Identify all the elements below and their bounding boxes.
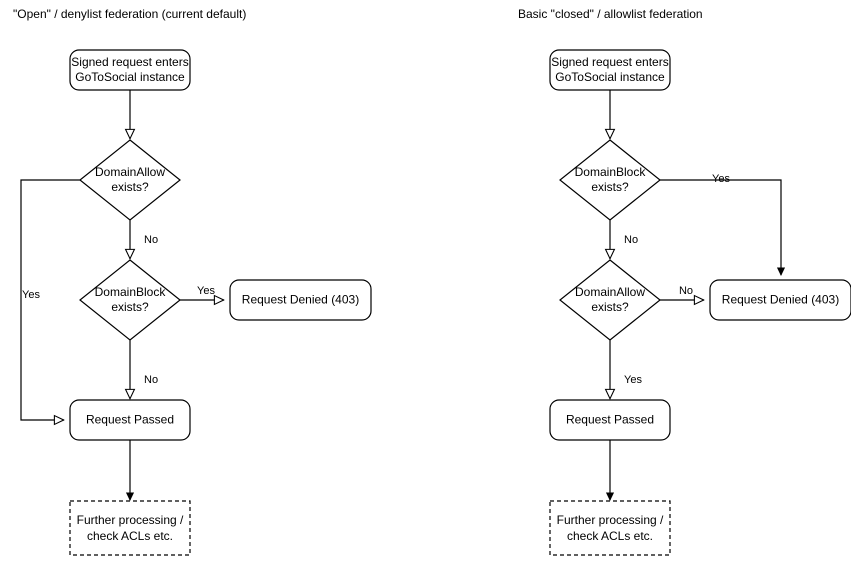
node-domainallow-left-line2: exists? — [111, 180, 149, 194]
node-domainblock-right: DomainBlock exists? — [559, 139, 661, 221]
edge-label-domainblock-no-left: No — [144, 374, 158, 386]
node-domainallow-right-line1: DomainAllow — [575, 285, 645, 299]
node-domainblock-left-line1: DomainBlock — [95, 285, 167, 299]
node-request-passed-left-label: Request Passed — [86, 413, 174, 427]
node-request-denied-right: Request Denied (403) — [709, 279, 851, 321]
node-start-left-line2: GoToSocial instance — [75, 70, 185, 84]
node-further-processing-left-shape — [69, 500, 191, 556]
node-domainallow-right-line2: exists? — [591, 300, 629, 314]
node-further-processing-right-line1: Further processing / — [557, 513, 664, 527]
edge-label-domainallow-no-left: No — [144, 234, 158, 246]
node-domainallow-left-line1: DomainAllow — [95, 165, 165, 179]
edge-label-domainblock-yes-right: Yes — [712, 173, 730, 185]
node-request-denied-right-label: Request Denied (403) — [722, 293, 839, 307]
panel-closed-allowlist: Basic "closed" / allowlist federation Si… — [518, 7, 851, 556]
node-domainblock-right-line2: exists? — [591, 180, 629, 194]
node-start-right-line2: GoToSocial instance — [555, 70, 665, 84]
node-request-denied-right-shape — [709, 279, 851, 321]
node-domainallow-right: DomainAllow exists? — [559, 259, 661, 341]
node-further-processing-right-shape — [549, 500, 671, 556]
node-request-passed-left: Request Passed — [69, 399, 191, 441]
node-further-processing-left: Further processing / check ACLs etc. — [69, 500, 191, 556]
node-request-passed-right-label: Request Passed — [566, 413, 654, 427]
node-start-left: Signed request enters GoToSocial instanc… — [69, 49, 191, 91]
node-start-right-line1: Signed request enters — [551, 55, 668, 69]
panel-open-denylist: "Open" / denylist federation (current de… — [13, 7, 372, 556]
edge-domainblock-yes-right — [660, 179, 781, 275]
edge-label-domainblock-no-right: No — [624, 234, 638, 246]
node-further-processing-left-line2: check ACLs etc. — [87, 529, 173, 543]
node-further-processing-right-line2: check ACLs etc. — [567, 529, 653, 543]
node-request-denied-left: Request Denied (403) — [229, 279, 372, 321]
node-domainblock-right-line1: DomainBlock — [575, 165, 647, 179]
node-request-denied-left-shape — [229, 279, 372, 321]
node-domainblock-left-line2: exists? — [111, 300, 149, 314]
node-request-denied-left-label: Request Denied (403) — [242, 293, 359, 307]
node-start-left-line1: Signed request enters — [71, 55, 188, 69]
node-domainblock-left: DomainBlock exists? — [79, 259, 181, 341]
edge-label-domainblock-yes-left: Yes — [197, 285, 215, 297]
edge-label-domainallow-yes-right: Yes — [624, 374, 642, 386]
panel-title-closed-allowlist: Basic "closed" / allowlist federation — [518, 7, 703, 21]
panel-title-open-denylist: "Open" / denylist federation (current de… — [13, 7, 246, 21]
edge-label-domainallow-no-right: No — [679, 285, 693, 297]
node-domainallow-left: DomainAllow exists? — [79, 139, 181, 221]
node-request-passed-right: Request Passed — [549, 399, 671, 441]
node-further-processing-right: Further processing / check ACLs etc. — [549, 500, 671, 556]
node-further-processing-left-line1: Further processing / — [77, 513, 184, 527]
edge-label-domainallow-yes-left: Yes — [22, 289, 40, 301]
node-start-right: Signed request enters GoToSocial instanc… — [549, 49, 671, 91]
edge-domainallow-yes-left — [20, 179, 80, 420]
